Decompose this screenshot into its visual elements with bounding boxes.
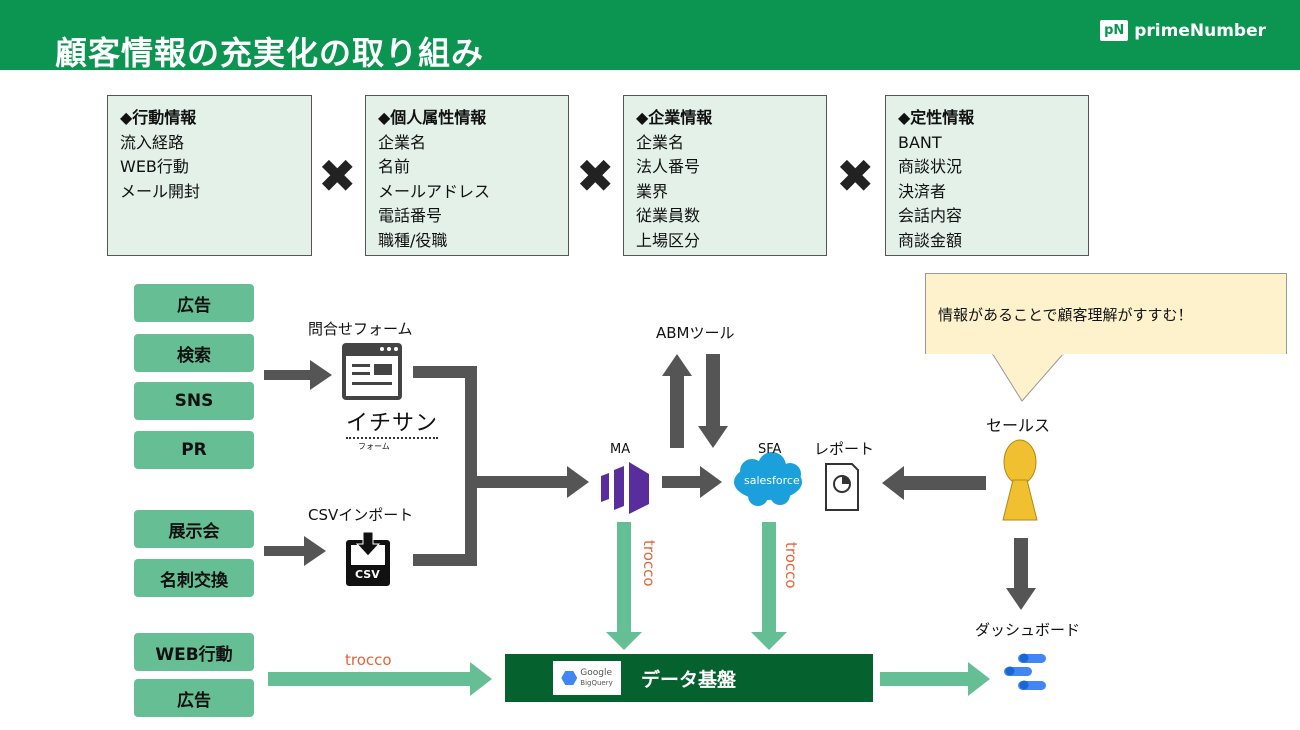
source-tag: 展示会 — [134, 510, 254, 548]
sales-label: セールス — [986, 416, 1051, 435]
arrow-to-form — [264, 360, 332, 390]
info-heading: ◆企業情報 — [636, 108, 713, 127]
form-brand-sub: フォーム — [358, 442, 390, 451]
info-item: WEB行動 — [120, 157, 189, 176]
source-tag: 広告 — [134, 679, 254, 717]
speech-balloon: 情報があることで顧客理解がすすむ！ — [925, 273, 1287, 354]
info-item: メールアドレス — [378, 181, 491, 201]
salesforce-cloud-icon — [734, 452, 802, 506]
info-box-behavior: ◆行動情報 流入経路 WEB行動 メール開封 — [107, 95, 312, 256]
green-arrows — [268, 522, 990, 696]
source-tag: PR — [134, 431, 254, 469]
info-item: 会話内容 — [898, 206, 963, 225]
arrow-down-sfa — [698, 354, 728, 448]
sfa-label: SFA — [758, 442, 782, 457]
info-box-qualitative: ◆定性情報 BANT 商談状況 決済者 会話内容 商談金額 — [885, 95, 1089, 256]
csv-label: CSVインポート — [308, 506, 414, 524]
info-item: 従業員数 — [636, 206, 701, 225]
info-item: 業界 — [636, 181, 669, 201]
info-box-company: ◆企業情報 企業名 法人番号 業界 従業員数 上場区分 — [623, 95, 827, 256]
info-item: 商談金額 — [898, 230, 963, 250]
cross-icon: ✖ — [836, 149, 875, 203]
info-item: 電話番号 — [378, 206, 443, 225]
info-item: 法人番号 — [636, 157, 701, 176]
gray-arrows — [264, 354, 1036, 610]
salesforce-text: salesforce — [744, 474, 800, 487]
cross-icon: ✖ — [576, 149, 615, 203]
form-brand: イチサン — [346, 405, 439, 439]
report-label: レポート — [814, 440, 875, 458]
form-label: 問合せフォーム — [308, 320, 413, 338]
sales-person-icon — [1002, 439, 1038, 521]
source-tag: 検索 — [134, 334, 254, 372]
arrow-to-dashboard — [1006, 538, 1036, 610]
cross-icon: ✖ — [318, 149, 357, 203]
source-tag: 広告 — [134, 284, 254, 322]
info-item: 名前 — [378, 157, 411, 176]
info-item: 企業名 — [378, 132, 427, 152]
info-item: 上場区分 — [636, 230, 701, 250]
info-item: 商談状況 — [898, 157, 963, 176]
info-item: 流入経路 — [120, 132, 185, 152]
ma-label: MA — [610, 442, 631, 457]
report-icon — [825, 463, 859, 511]
arrow-to-csv — [264, 536, 326, 566]
source-tag: SNS — [134, 382, 254, 420]
info-item: 決済者 — [898, 181, 947, 201]
arrow-to-ma — [477, 466, 589, 498]
info-item: BANT — [898, 132, 942, 152]
info-item: メール開封 — [120, 181, 201, 201]
info-item: 職種/役職 — [378, 230, 448, 250]
data-platform-label: データ基盤 — [641, 668, 737, 691]
dashboard-label: ダッシュボード — [975, 621, 1081, 639]
arrow-ma-to-sfa — [662, 466, 722, 498]
bq-line1: Google — [580, 668, 613, 678]
balloon-tail — [991, 352, 1065, 402]
csv-icon — [346, 531, 390, 586]
trocco-logo-ma: trocco — [640, 540, 658, 587]
csv-icon-text: CSV — [355, 568, 380, 581]
dashboard-icon — [1004, 653, 1046, 690]
balloon-seam — [926, 352, 1286, 354]
bq-line2: BigQuery — [580, 679, 613, 687]
page-title: 顧客情報の充実化の取り組み — [55, 34, 485, 72]
form-icon — [342, 343, 402, 400]
trocco-logo-direct: trocco — [345, 651, 392, 669]
info-item: 企業名 — [636, 132, 685, 152]
ma-logo-icon — [601, 462, 649, 514]
source-tag: 名刺交換 — [134, 559, 254, 597]
logo-mark: pN — [1100, 20, 1129, 41]
bigquery-icon — [561, 671, 578, 685]
info-heading: ◆定性情報 — [898, 108, 975, 127]
info-box-personal: ◆個人属性情報 企業名 名前 メールアドレス 電話番号 職種/役職 — [365, 95, 569, 256]
balloon-seam — [993, 351, 1063, 355]
logo-text: primeNumber — [1134, 20, 1266, 41]
info-heading: ◆行動情報 — [120, 108, 197, 127]
arrow-sales-to-report — [882, 466, 986, 500]
info-heading: ◆個人属性情報 — [378, 108, 487, 127]
source-tag: WEB行動 — [134, 633, 254, 671]
merge-bracket — [413, 366, 477, 566]
arrow-up-abm — [662, 354, 692, 448]
abm-label: ABMツール — [656, 324, 735, 342]
trocco-logo-sfa: trocco — [782, 542, 800, 589]
header-bar — [0, 0, 1300, 70]
